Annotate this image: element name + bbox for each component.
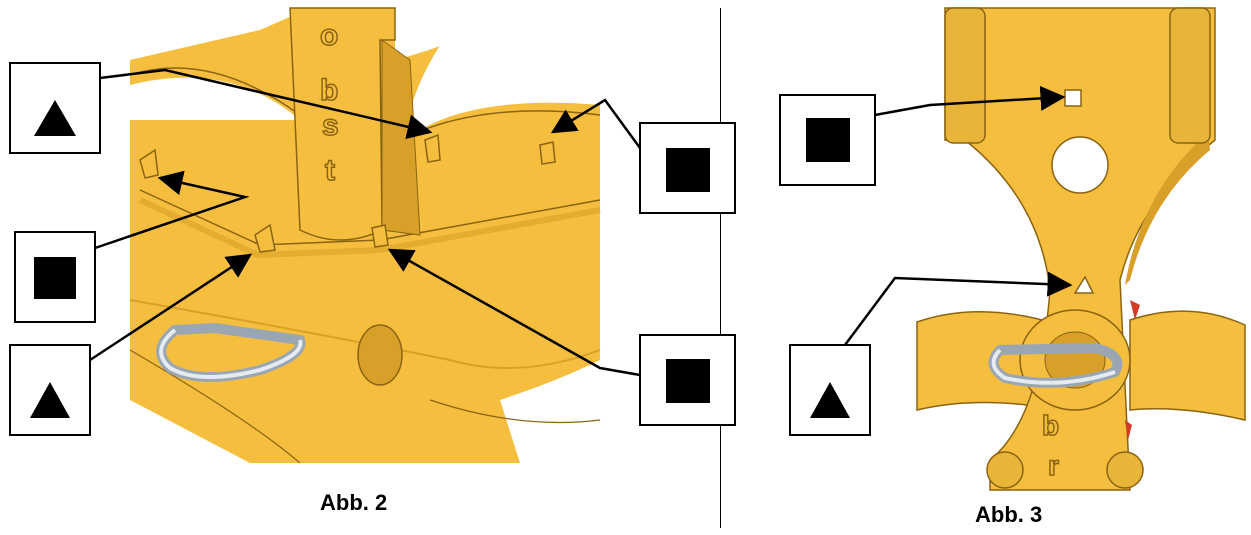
leader-lines	[89, 68, 1073, 377]
agricultural-part-illustration-right: b r	[916, 7, 1246, 491]
triangle-marker-icon	[34, 100, 76, 136]
caption-abb-2: Abb. 2	[320, 490, 388, 515]
engraved-letters-plate: o b s t	[319, 18, 339, 188]
ring-pin-right	[988, 342, 1123, 388]
square-marker-icon	[34, 257, 76, 299]
marker-box-center-square-top	[639, 122, 736, 214]
square-marker-icon	[666, 359, 710, 403]
mounting-hole	[357, 324, 403, 386]
tube-left	[944, 7, 986, 144]
triangle-marker-icon	[30, 382, 70, 418]
bottom-pin-left	[986, 451, 1024, 489]
marker-box-right-square	[779, 94, 876, 186]
marker-box-center-square-bottom	[639, 334, 736, 426]
tube-right	[1169, 7, 1211, 144]
svg-text:o: o	[320, 19, 338, 52]
marker-box-left-triangle-bottom	[9, 344, 91, 436]
bottom-pin-right	[1106, 451, 1144, 489]
square-marker-icon	[666, 148, 710, 192]
marker-box-right-triangle	[789, 344, 871, 436]
round-hole	[1051, 136, 1109, 194]
engraved-letters-plate-right: b r	[1041, 409, 1060, 482]
triangle-marker-icon	[810, 382, 850, 418]
svg-text:t: t	[325, 154, 335, 187]
marker-box-left-square-middle	[14, 231, 96, 323]
triangle-hole	[1073, 275, 1095, 294]
agricultural-part-illustration-left: o b s t	[129, 7, 601, 464]
svg-text:b: b	[320, 74, 338, 107]
svg-text:s: s	[322, 109, 339, 142]
ring-pin	[156, 322, 306, 382]
marker-box-left-triangle-top	[9, 62, 101, 154]
svg-text:b: b	[1042, 410, 1059, 441]
square-marker-icon	[806, 118, 850, 162]
caption-abb-3: Abb. 3	[975, 502, 1043, 527]
svg-text:r: r	[1048, 450, 1059, 481]
figure-divider	[720, 8, 721, 528]
